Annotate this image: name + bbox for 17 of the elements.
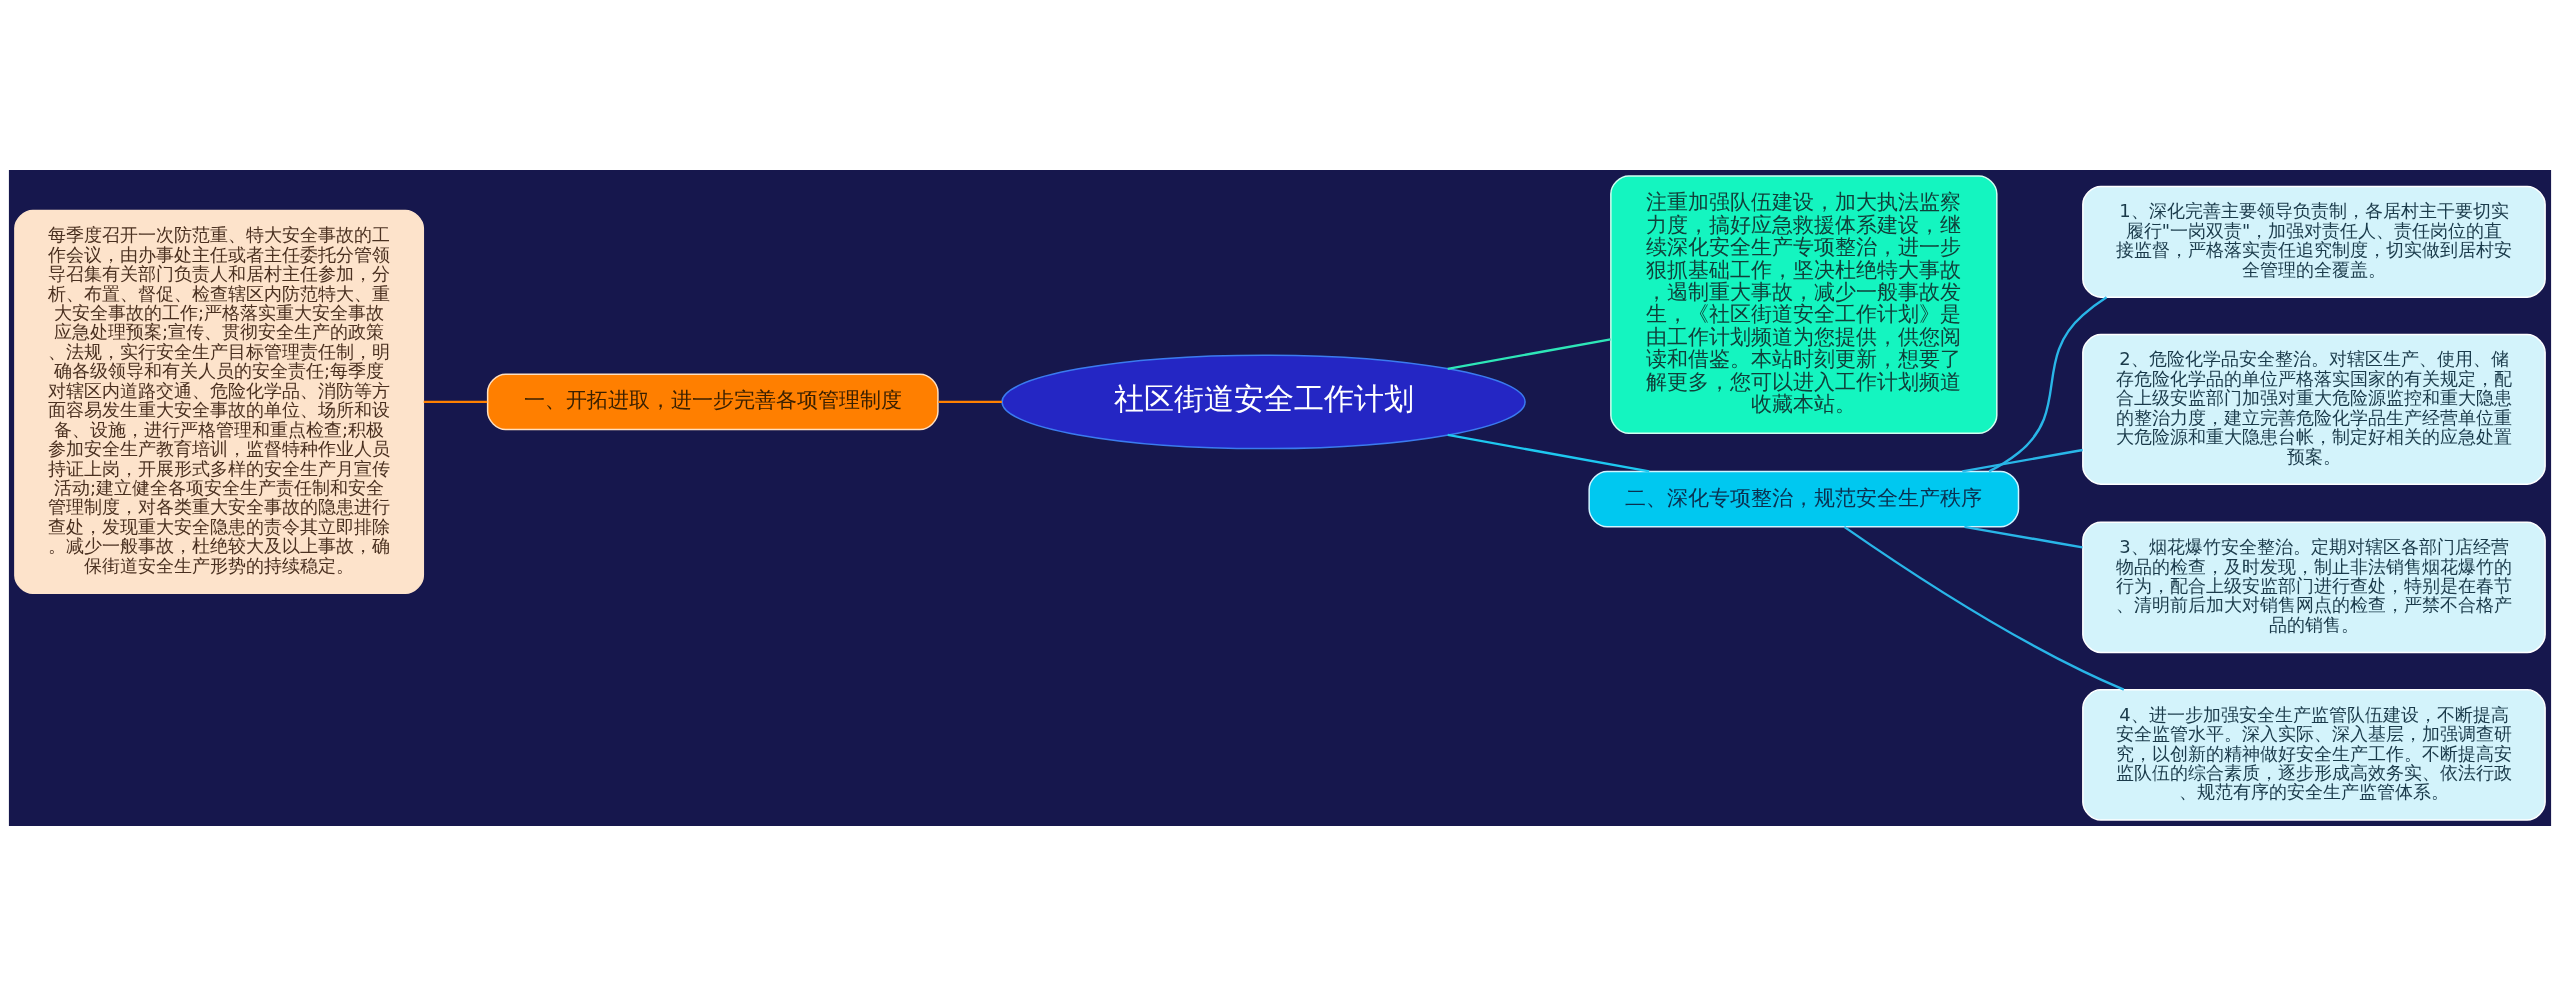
connector [1843, 525, 2125, 691]
node-box: 2、危险化学品安全整治。对辖区生产、使用、储存危险化学品的单位严格落实国家的有关规定，配合上级安监部门加强对重大危险源监控和重大隐患的整治力度，建立完善危险化学品生产经营单位重大危险源和重大隐患台帐，制定好相关的应急处置预案。 [2082, 333, 2546, 485]
node-box: 3、烟花爆竹安全整治。定期对辖区各部门店经营物品的检查，及时发现，制止非法销售烟花爆竹的行为，配合上级安监部门进行查处，特别是在春节、清明前后加大对销售网点的检查，严禁不合格产品的销售。 [2082, 521, 2546, 653]
node-box: 每季度召开一次防范重、特大安全事故的工作会议，由办事处主任或者主任委托分管领导召集有关部门负责人和居村主任参加，分析、布置、督促、检查辖区内防范特大、重大安全事故的工作;严格落实重大安全事故应急处理预案;宣传、贯彻安全生产的政策、法规，实行安全生产目标管理责任制，明确各级领导和有关人员的安全责任;每季度对辖区内道路交通、危险化学品、消防等方面容易发生重大安全事故的单位、场所和设备、设施，进行严格管理和重点检查;积极参加安全生产教育培训，监督特种作业人员持证上岗，开展形式多样的安全生产月宣传活动;建立健全各项安全生产责任制和安全管理制度，对各类重大安全事故的隐患进行查处，发现重大安全隐患的责令其立即排除。减少一般事故，杜绝较大及以上事故，确保街道安全生产形势的持续稳定。 [14, 209, 425, 594]
connector [1962, 448, 2083, 472]
node-box: 1、深化完善主要领导负责制，各居村主干要切实履行"一岗双责"，加强对责任人、责任岗位的直接监督，严格落实责任追究制度，切实做到居村安全管理的全覆盖。 [2082, 185, 2546, 298]
connector [1988, 295, 2108, 472]
node-box: 一、开拓进取，进一步完善各项管理制度 [486, 372, 939, 430]
connector [938, 400, 1002, 403]
node-ellipse: 社区街道安全工作计划 [1001, 353, 1526, 449]
connector [1447, 433, 1650, 473]
node-box: 二、深化专项整治，规范安全生产秩序 [1588, 470, 2020, 528]
connector [1964, 525, 2083, 549]
node-box: 4、进一步加强安全生产监管队伍建设，不断提高安全监管水平。深入实际、深入基层，加强调查研究，以创新的精神做好安全生产工作。不断提高安监队伍的综合素质，逐步形成高效务实、依法行政、规范有序的安全生产监管体系。 [2082, 688, 2546, 821]
node-box: 注重加强队伍建设，加大执法监察力度，搞好应急救援体系建设，继续深化安全生产专项整治，进一步狠抓基础工作，坚决杜绝特大事故，遏制重大事故，减少一般事故发生，《社区街道安全工作计划》是由工作计划频道为您提供，供您阅读和借鉴。本站时刻更新，想要了解更多，您可以进入工作计划频道收藏本站。 [1610, 174, 1998, 434]
connector [423, 400, 488, 403]
connector [1447, 337, 1611, 370]
